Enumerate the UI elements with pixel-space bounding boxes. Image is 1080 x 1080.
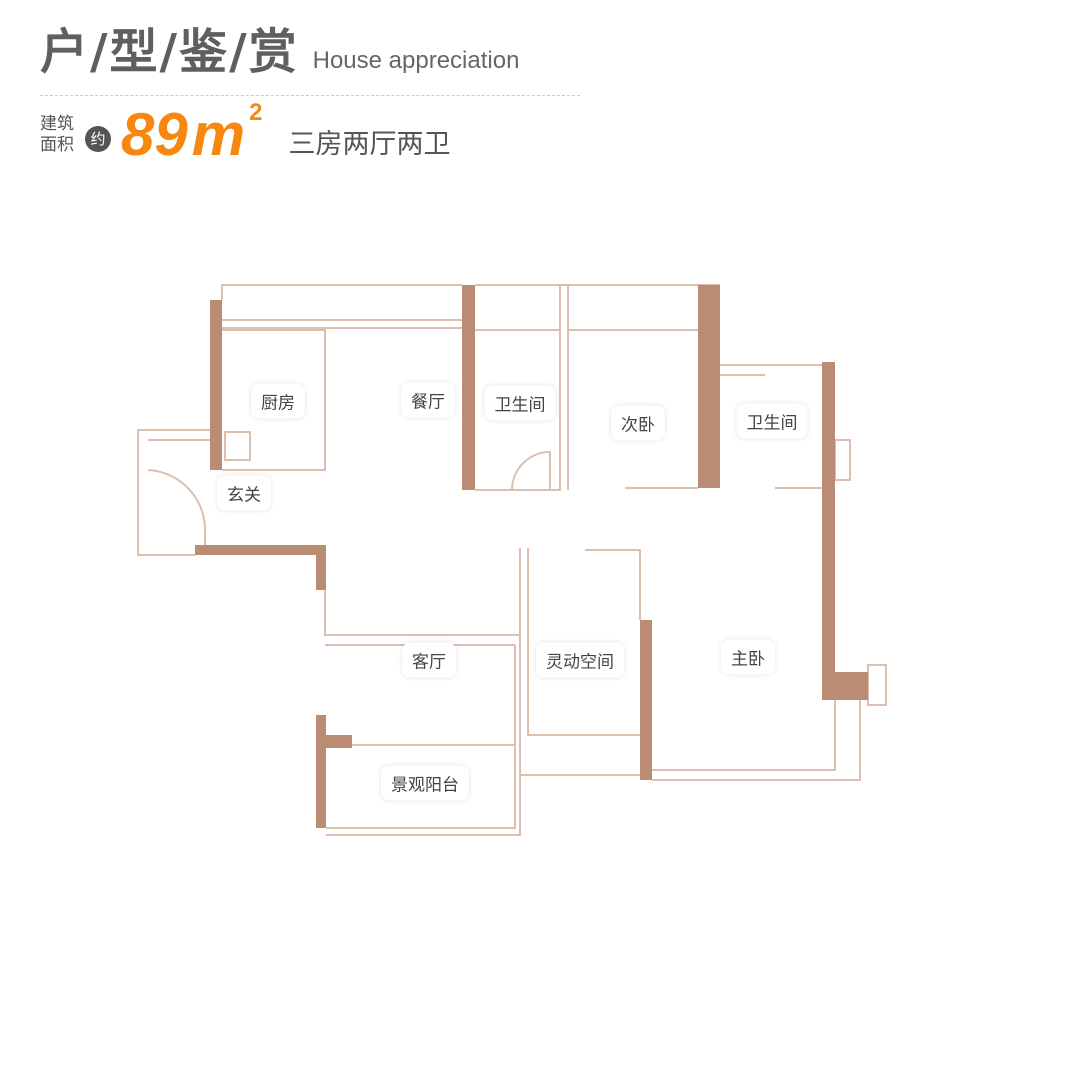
title-row: 户/型/鉴/赏 House appreciation: [40, 22, 519, 82]
room-label-flex-space: 灵动空间: [536, 642, 624, 678]
room-label-kitchen: 厨房: [251, 383, 305, 419]
area-unit-exponent: 2: [249, 99, 263, 126]
room-label-living: 客厅: [402, 642, 456, 678]
area-value: 89: [121, 101, 188, 168]
room-label-master-bedroom: 主卧: [721, 639, 775, 675]
thick-walls: [195, 285, 868, 828]
area-number: 89 m 2: [121, 100, 262, 170]
area-label: 建筑面积: [40, 114, 74, 155]
room-label-dining: 餐厅: [401, 382, 455, 418]
approx-badge: 约: [85, 126, 111, 152]
page-title: 户/型/鉴/赏: [40, 24, 299, 80]
page-subtitle: House appreciation: [312, 47, 520, 74]
area-unit: m: [191, 101, 246, 168]
room-label-bathroom-2: 卫生间: [736, 403, 808, 439]
room-label-entrance: 玄关: [217, 475, 271, 511]
room-label-balcony: 景观阳台: [381, 765, 469, 801]
thin-walls: [137, 284, 887, 836]
area-row: 建筑面积 约 89 m 2 三房两厅两卫: [40, 100, 450, 170]
divider: [40, 95, 580, 96]
room-label-second-bedroom: 次卧: [611, 405, 665, 441]
room-label-bathroom-1: 卫生间: [484, 385, 556, 421]
layout-type: 三房两厅两卫: [288, 128, 451, 160]
